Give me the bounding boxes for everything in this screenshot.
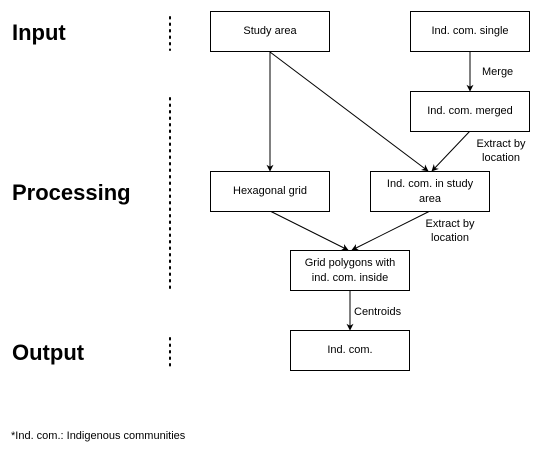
node-ind-com-merged: Ind. com. merged: [410, 91, 530, 132]
node-ind-com-output: Ind. com.: [290, 330, 410, 371]
edge-label-merge: Merge: [482, 66, 514, 78]
node-study-area: Study area: [210, 11, 330, 52]
edge-label-centroids: Centroids: [354, 306, 402, 318]
node-grid-polygons: Grid polygons with ind. com. inside: [290, 250, 410, 291]
stage-label-processing: Processing: [12, 180, 131, 205]
arrow-hexagonal-grid-to-grid-polygons: [269, 210, 349, 251]
node-hexagonal-grid: Hexagonal grid: [210, 171, 330, 212]
arrow-merged-to-ind-com-in-study-area: [431, 130, 471, 172]
stage-label-output: Output: [12, 340, 85, 365]
node-ind-com-single: Ind. com. single: [410, 11, 530, 52]
footnote: *Ind. com.: Indigenous communities: [11, 430, 186, 442]
arrow-ind-com-in-study-area-to-grid-polygons: [351, 210, 431, 251]
edge-label-extract-by-location-2: Extract by location: [425, 218, 475, 245]
arrow-study-area-to-ind-com-in-study-area: [269, 51, 429, 172]
node-ind-com-in-study-area: Ind. com. in study area: [370, 171, 490, 212]
edge-label-extract-by-location-1: Extract by location: [476, 138, 526, 165]
stage-label-input: Input: [12, 20, 66, 45]
